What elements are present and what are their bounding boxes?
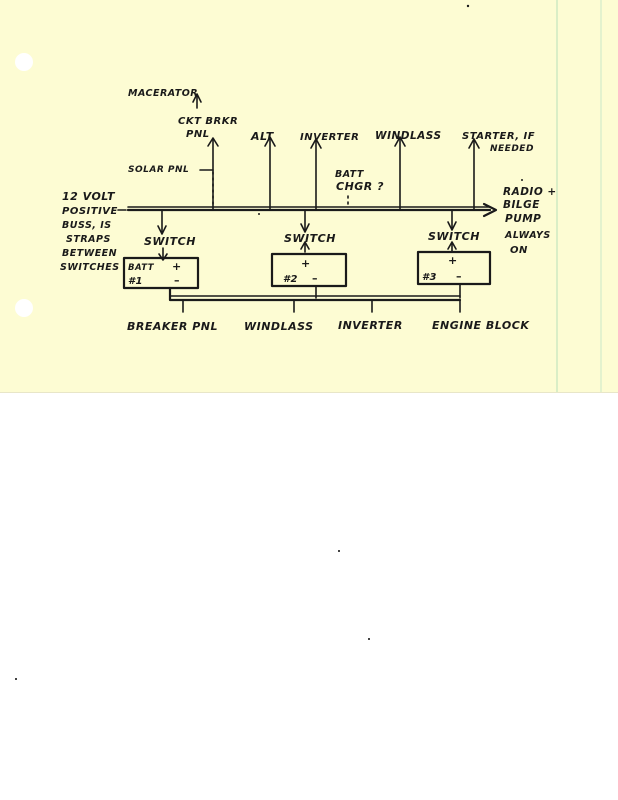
switch2-down-arrow [300, 223, 310, 233]
battery-1-box [122, 256, 200, 290]
ckt-brkr-pnl-label: PNL [186, 129, 210, 140]
battery-2-number: #2 [283, 274, 298, 285]
speck [258, 213, 260, 215]
batt-chgr-label-2: CHGR ? [336, 180, 384, 193]
binder-hole-bottom [15, 299, 33, 317]
radio-label-line5: ON [510, 245, 528, 256]
windlass-arrow [394, 136, 406, 147]
alt-arrow [264, 136, 276, 147]
switch-1-label: SWITCH [144, 235, 196, 248]
switch2-up-arrow [300, 241, 310, 250]
battery-2-plus: + [301, 257, 311, 270]
battery-1-number: #1 [128, 276, 143, 287]
buss-label-line3: BUSS, IS [62, 220, 112, 231]
starter-arrow [468, 138, 480, 149]
inverter-bottom-label: INVERTER [338, 319, 403, 332]
radio-label-line1: RADIO + [503, 186, 557, 198]
alt-label: ALT [250, 130, 275, 143]
buss-label-line2: POSITIVE [62, 206, 118, 217]
speck [521, 179, 523, 181]
batt-chgr-label: BATT [335, 169, 365, 180]
switch3-up-arrow [447, 241, 457, 250]
scan-speck [15, 678, 17, 680]
switch-2-label: SWITCH [284, 232, 336, 245]
buss-label-line1: 12 VOLT [62, 190, 116, 203]
radio-label-line3: PUMP [505, 213, 541, 225]
switch1-down-arrow [157, 225, 167, 235]
engine-block-label: ENGINE BLOCK [432, 319, 530, 332]
buss-label-line4: STRAPS [66, 234, 111, 245]
switch1-batt-arrow [158, 253, 168, 261]
scan-speck [338, 550, 340, 552]
breaker-pnl-label: BREAKER PNL [127, 320, 218, 333]
scan-speck [368, 638, 370, 640]
switch-3-label: SWITCH [428, 230, 480, 243]
battery-3-box [416, 250, 492, 286]
speck [466, 4, 470, 8]
solar-pnl-label: SOLAR PNL [128, 165, 189, 175]
switch3-down-arrow [447, 221, 457, 231]
needed-label: NEEDED [490, 144, 534, 154]
battery-1-name: BATT [128, 263, 155, 273]
notebook-paper: MACERATOR CKT BRKR PNL ALT INVERTER WIND… [0, 0, 618, 393]
battery-1-minus: – [174, 274, 180, 287]
inverter-arrow [310, 138, 322, 149]
battery-1-plus: + [172, 260, 182, 273]
radio-label-line2: BILGE [503, 199, 540, 211]
buss-label-line5: BETWEEN [62, 248, 117, 259]
battery-3-number: #3 [422, 272, 437, 283]
windlass-bottom-label: WINDLASS [244, 320, 314, 333]
macerator-label: MACERATOR [128, 88, 198, 99]
ckt-brkr-arrow [207, 137, 219, 147]
binder-hole-top [15, 53, 33, 71]
ckt-brkr-label: CKT BRKR [178, 116, 238, 127]
windlass-top-label: WINDLASS [375, 130, 442, 142]
battery-3-minus: – [456, 270, 462, 283]
battery-2-box [270, 252, 348, 288]
radio-label-line4: ALWAYS [504, 230, 551, 241]
battery-3-plus: + [448, 254, 458, 267]
wiring-diagram: MACERATOR CKT BRKR PNL ALT INVERTER WIND… [15, 0, 602, 392]
battery-2-minus: – [312, 272, 318, 285]
buss-arrow-head [482, 202, 498, 218]
starter-label: STARTER, IF [462, 131, 535, 142]
buss-label-line6: SWITCHES [60, 262, 120, 273]
negative-bus-line [168, 286, 462, 302]
macerator-arrow [192, 93, 202, 103]
inverter-top-label: INVERTER [300, 132, 359, 143]
